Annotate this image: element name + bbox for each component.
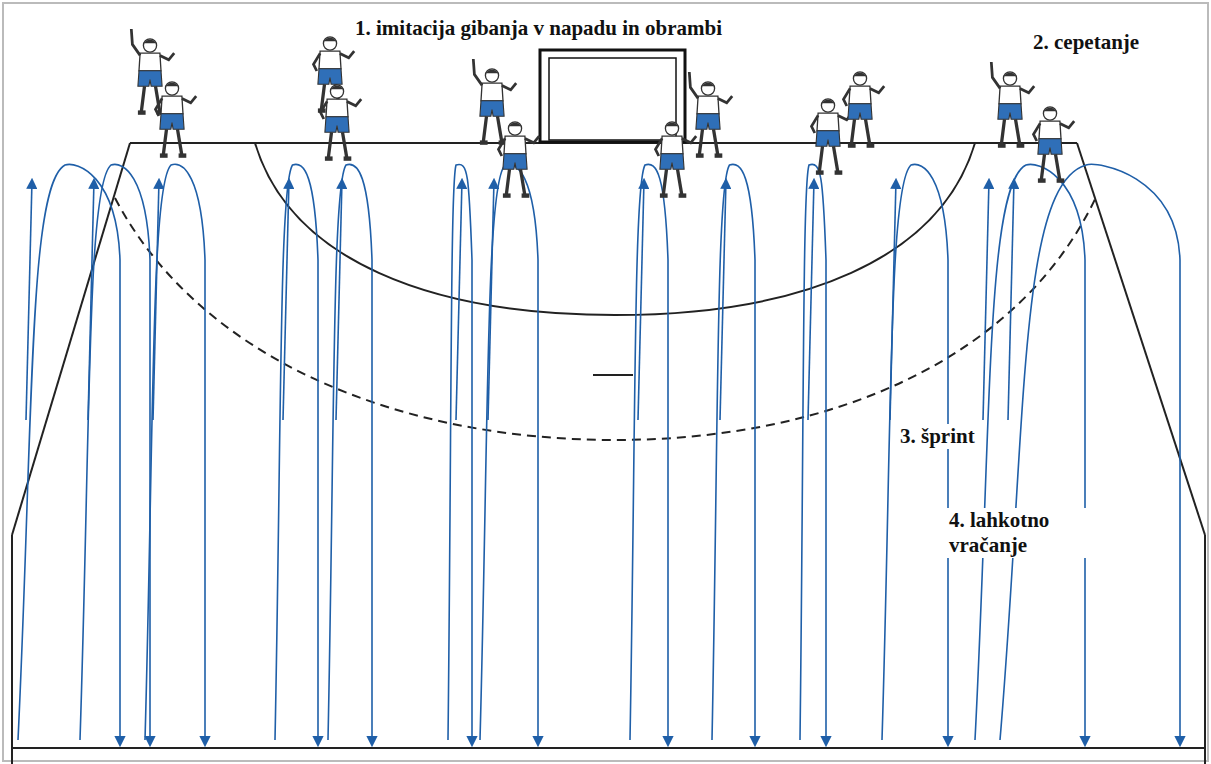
run-arrow	[336, 180, 342, 420]
frame	[3, 3, 1208, 761]
player-figure	[321, 85, 362, 161]
run-arrow	[808, 180, 814, 420]
players	[131, 29, 1074, 198]
side-line	[11, 535, 13, 764]
run-arrow	[80, 164, 150, 745]
goal	[540, 50, 685, 142]
run-arrow	[488, 180, 494, 420]
run-arrow	[153, 180, 159, 420]
run-arrows	[18, 164, 1180, 745]
penalty-mark	[593, 374, 633, 376]
run-arrow	[890, 180, 896, 420]
player-figure	[991, 62, 1034, 148]
player-figure	[156, 82, 197, 158]
run-arrow	[480, 164, 538, 745]
side-line	[1204, 535, 1206, 764]
run-arrow	[1008, 180, 1014, 420]
run-arrow	[145, 164, 205, 745]
run-arrow	[1000, 164, 1180, 745]
player-figure	[689, 72, 732, 158]
callout-label: 2. cepetanje	[1030, 30, 1142, 55]
goal-net	[549, 58, 676, 140]
run-arrow	[88, 180, 94, 420]
run-arrow	[275, 164, 318, 745]
run-arrow	[456, 180, 462, 420]
player-figure	[656, 122, 697, 198]
court-line	[12, 747, 1205, 749]
run-arrow	[26, 180, 32, 420]
run-arrow	[328, 164, 372, 745]
player-figure	[499, 122, 540, 198]
callout-label: 3. šprint	[897, 424, 978, 449]
run-arrow	[18, 164, 120, 745]
callout-label: 1. imitacija gibanja v napadu in obrambi	[352, 16, 725, 41]
run-arrow	[800, 164, 826, 745]
run-arrow	[720, 180, 726, 420]
run-arrow	[712, 164, 755, 745]
side-line	[12, 143, 130, 535]
goal-area-line	[255, 143, 975, 315]
run-arrow	[448, 164, 472, 745]
run-arrow	[983, 180, 989, 420]
run-arrow	[630, 164, 668, 745]
run-arrow	[638, 180, 644, 420]
player-figure	[812, 99, 853, 175]
callout-label: 4. lahkotno vračanje	[946, 508, 1102, 558]
player-figure	[1034, 107, 1075, 183]
side-line	[1077, 143, 1205, 535]
run-arrow	[975, 164, 1085, 745]
free-throw-line	[115, 195, 1097, 440]
player-figure	[844, 72, 885, 148]
run-arrow	[283, 180, 289, 420]
run-arrow	[882, 164, 948, 745]
